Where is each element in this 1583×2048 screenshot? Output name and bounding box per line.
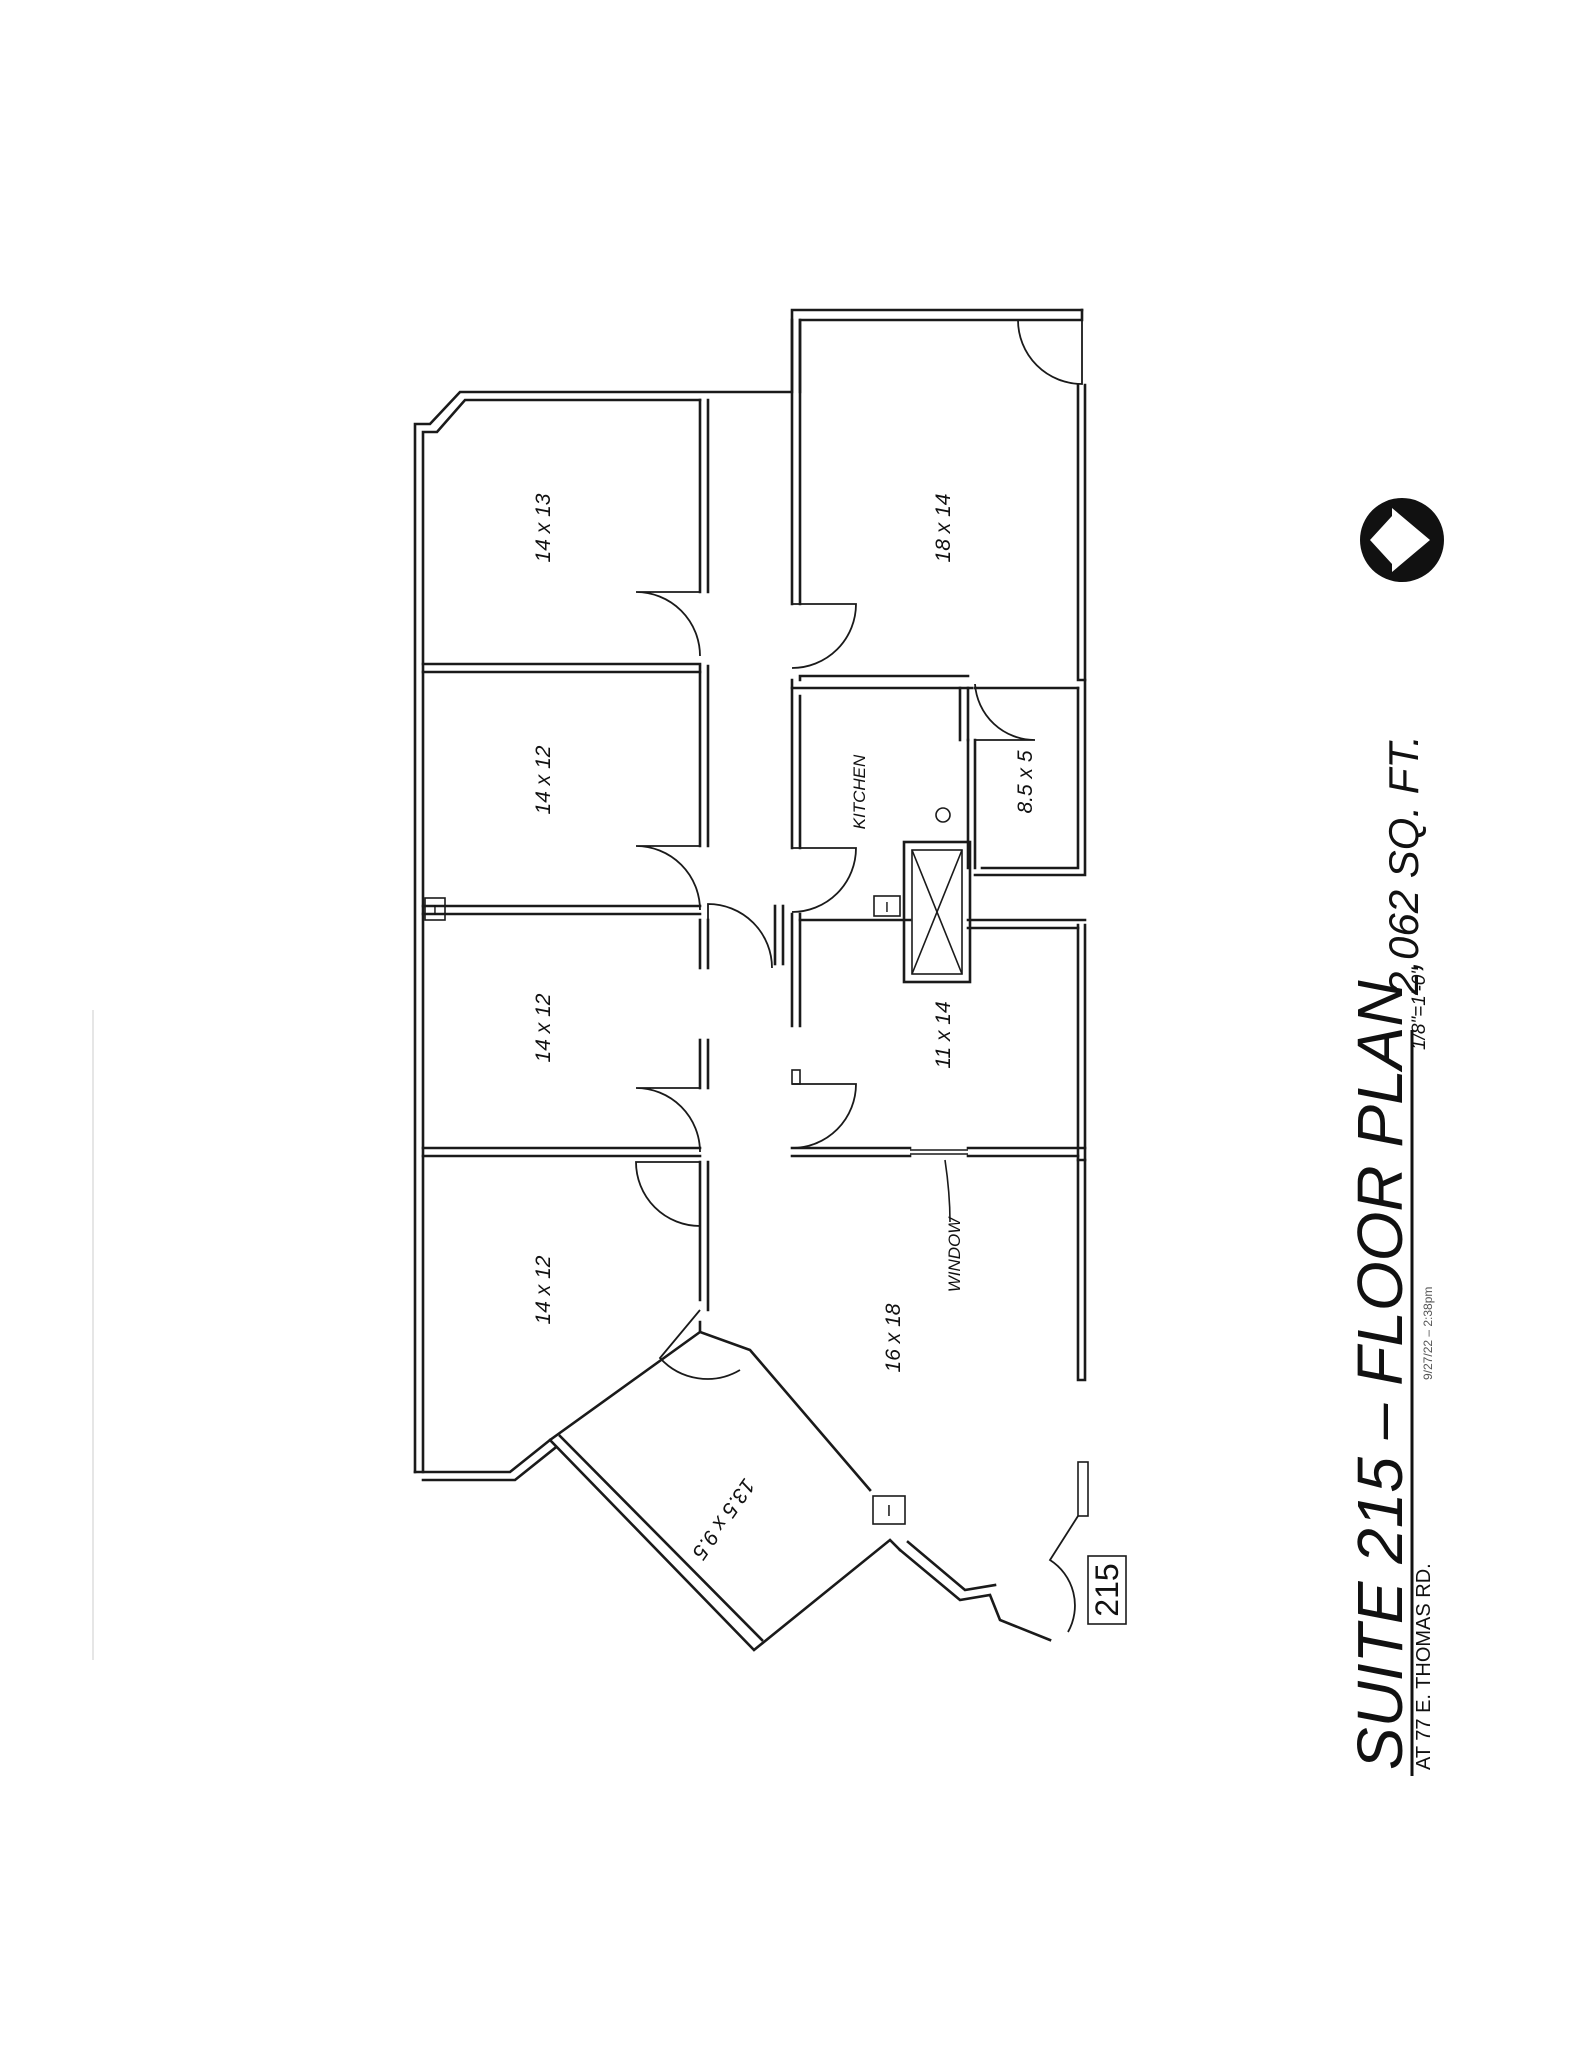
room-label-office-g: 13.5 x 9.5 [687, 1474, 759, 1563]
room-label-closet: 8.5 x 5 [1014, 750, 1037, 813]
window-label: WINDOW [945, 1216, 964, 1293]
room-label-office-a: 14 x 13 [532, 493, 555, 562]
room-label-office-c: 14 x 12 [532, 993, 555, 1062]
room-label-reception: 16 x 18 [882, 1303, 905, 1372]
north-arrow-icon [1360, 498, 1444, 582]
room-label-office-e: 18 x 14 [932, 494, 955, 563]
door-swings [635, 319, 1083, 1633]
shaft [902, 807, 972, 984]
plan-title: SUITE 215 – FLOOR PLAN [1344, 980, 1416, 1770]
room-label-office-d: 14 x 12 [532, 1255, 555, 1324]
suite-number: 215 [1089, 1563, 1125, 1616]
window-leader-arrow [944, 1159, 951, 1223]
sink-icon [935, 807, 951, 823]
svg-text:I: I [885, 899, 889, 916]
svg-text:I: I [887, 1503, 891, 1520]
plan-area: 2,062 SQ. FT. [1380, 735, 1427, 996]
room-label-office-f: 11 x 14 [932, 1001, 955, 1068]
title-block: SUITE 215 – FLOOR PLAN AT 77 E. THOMAS R… [1344, 735, 1435, 1776]
plan-timestamp: 9/27/22 – 2:38pm [1421, 1287, 1435, 1380]
suite-number-box [1087, 1555, 1127, 1625]
room-label-office-b: 14 x 12 [532, 745, 555, 814]
outer-walls [413, 308, 1089, 1652]
interior-walls [421, 318, 1087, 1312]
plan-address: AT 77 E. THOMAS RD. [1413, 1563, 1435, 1770]
plan-scale: 1/8"=1'-0" [1409, 967, 1430, 1050]
svg-text:I: I [433, 902, 437, 919]
room-label-kitchen: KITCHEN [850, 754, 869, 829]
column-markers: I I I [424, 895, 906, 1525]
